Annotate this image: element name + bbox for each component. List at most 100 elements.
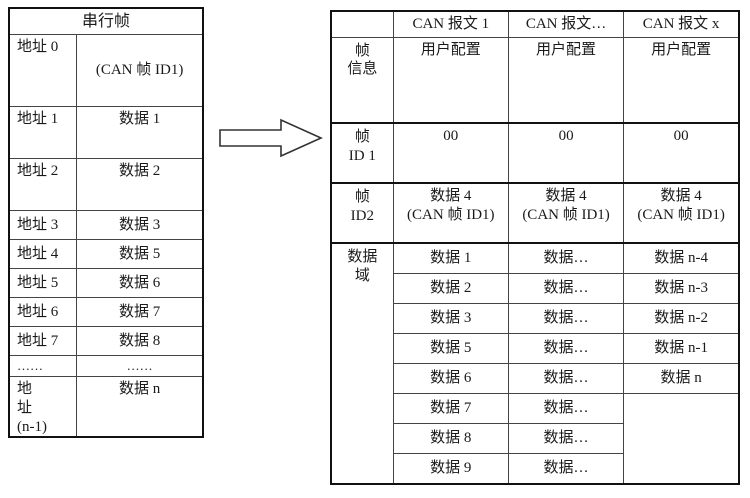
frame-id2-value: 数据 4 (CAN 帧 ID1) bbox=[623, 182, 740, 244]
column-header-can-dots: CAN 报文… bbox=[507, 10, 625, 38]
frame-id2-value-line2: (CAN 帧 ID1) bbox=[407, 206, 495, 223]
frame-id2-value-line1: 数据 4 bbox=[545, 188, 587, 204]
address-label: 地址 5 bbox=[8, 268, 78, 298]
address-label: 地址 7 bbox=[8, 326, 78, 356]
data-field-value: 数据 n-1 bbox=[623, 333, 740, 364]
frame-id1-value: 00 bbox=[623, 122, 740, 184]
table-row: 地址 6 数据 7 bbox=[8, 297, 204, 327]
right-arrow-icon bbox=[219, 118, 323, 158]
frame-info-value: 用户配置 bbox=[392, 36, 509, 124]
row-label-line1: 帧 bbox=[354, 189, 370, 205]
row-label-line2: 信息 bbox=[347, 61, 378, 78]
frame-id1-row: 帧 ID 1 00 00 00 bbox=[330, 122, 740, 184]
address-label: 地址 3 bbox=[8, 210, 78, 240]
data-value: 数据 3 bbox=[76, 210, 204, 240]
serial-frame-table: 串行帧 地址 0 (CAN 帧 ID1) 地址 1 数据 1 地址 2 数据 2… bbox=[8, 7, 204, 439]
frame-id2-value-line1: 数据 4 bbox=[660, 188, 702, 204]
data-ellipsis: …… bbox=[76, 355, 204, 377]
serial-frame-title-row: 串行帧 bbox=[8, 7, 204, 35]
frame-id1-value: 00 bbox=[392, 122, 509, 184]
address-label: 地址 0 bbox=[8, 34, 78, 107]
table-row-ellipsis: …… …… bbox=[8, 355, 204, 377]
frame-info-value: 用户配置 bbox=[623, 36, 740, 124]
address-label: 地址 2 bbox=[8, 158, 78, 211]
data-field-value: 数据 1 bbox=[392, 242, 509, 274]
row-label-frame-id2: 帧 ID2 bbox=[330, 182, 394, 244]
table-row: 地址 1 数据 1 bbox=[8, 106, 204, 159]
data-field-value: 数据 2 bbox=[392, 273, 509, 304]
data-field-value: 数据 8 bbox=[392, 423, 509, 454]
table-row: 地址 5 数据 6 bbox=[8, 268, 204, 298]
data-field-value: 数据 3 bbox=[392, 303, 509, 334]
serial-frame-title: 串行帧 bbox=[8, 7, 204, 35]
row-label-line1: 数据 bbox=[347, 249, 378, 265]
data-field-value: 数据… bbox=[507, 423, 625, 454]
data-field-row: 数据 7 数据… bbox=[331, 393, 740, 424]
right-arrow-icon-svg bbox=[219, 118, 323, 158]
data-field-value-empty bbox=[623, 453, 740, 484]
frame-id2-value-line1: 数据 4 bbox=[430, 188, 472, 204]
data-field-value: 数据 5 bbox=[392, 333, 509, 364]
data-value: 数据 5 bbox=[76, 239, 204, 269]
frame-id1-value: 00 bbox=[507, 122, 625, 184]
corner-cell bbox=[330, 10, 394, 38]
column-header-can-x: CAN 报文 x bbox=[623, 10, 740, 38]
table-row: 地址 0 (CAN 帧 ID1) bbox=[8, 34, 204, 107]
data-field-value: 数据 n-3 bbox=[623, 273, 740, 304]
can-header-row: CAN 报文 1 CAN 报文… CAN 报文 x bbox=[330, 10, 740, 38]
data-field-value: 数据 n bbox=[623, 363, 740, 394]
row-label-frame-info: 帧 信息 bbox=[330, 36, 394, 124]
data-field-value: 数据 6 bbox=[392, 363, 509, 394]
data-field-value: 数据… bbox=[507, 453, 625, 485]
frame-id-value: (CAN 帧 ID1) bbox=[76, 34, 204, 107]
address-ellipsis: …… bbox=[8, 355, 78, 377]
data-field-row: 数据 3 数据… 数据 n-2 bbox=[331, 303, 740, 334]
data-field-row: 数据 9 数据… bbox=[331, 453, 740, 485]
data-value: 数据 7 bbox=[76, 297, 204, 327]
data-field-row: 数据 8 数据… bbox=[331, 423, 740, 454]
table-row: 地址 7 数据 8 bbox=[8, 326, 204, 356]
table-row: 地址 2 数据 2 bbox=[8, 158, 204, 211]
data-field-value: 数据… bbox=[507, 333, 625, 364]
frame-id2-row: 帧 ID2 数据 4 (CAN 帧 ID1) 数据 4 (CAN 帧 ID1) … bbox=[330, 182, 740, 244]
data-field-value: 数据… bbox=[507, 273, 625, 304]
address-label: 地址 6 bbox=[8, 297, 78, 327]
address-label: 地址 4 bbox=[8, 239, 78, 269]
data-value: 数据 n bbox=[76, 376, 204, 438]
address-label: 地址 1 bbox=[8, 106, 78, 159]
row-label-line1: 帧 bbox=[354, 129, 370, 145]
data-value: 数据 6 bbox=[76, 268, 204, 298]
table-row: 地址 3 数据 3 bbox=[8, 210, 204, 240]
frame-info-value: 用户配置 bbox=[507, 36, 625, 124]
data-field-value: 数据 n-2 bbox=[623, 303, 740, 334]
data-field-value: 数据… bbox=[507, 363, 625, 394]
frame-info-row: 帧 信息 用户配置 用户配置 用户配置 bbox=[330, 36, 740, 124]
data-value: 数据 1 bbox=[76, 106, 204, 159]
data-field-value: 数据… bbox=[507, 393, 625, 424]
data-field-value-empty bbox=[623, 423, 740, 454]
frame-id2-value-line2: (CAN 帧 ID1) bbox=[637, 206, 725, 223]
data-field-value: 数据 7 bbox=[392, 393, 509, 424]
row-label-frame-id1: 帧 ID 1 bbox=[330, 122, 394, 184]
row-label-data-field: 数据 域 bbox=[330, 242, 394, 485]
data-field-row: 数据 5 数据… 数据 n-1 bbox=[331, 333, 740, 364]
data-field-value: 数据 9 bbox=[392, 453, 509, 485]
data-field-value-empty bbox=[623, 393, 740, 424]
data-field-row: 数据 域 数据 1 数据… 数据 n-4 bbox=[330, 242, 740, 485]
column-header-can-1: CAN 报文 1 bbox=[392, 10, 509, 38]
row-label-line2: ID 1 bbox=[348, 147, 376, 164]
address-label-line2: (n-1) bbox=[17, 418, 47, 435]
data-value: 数据 2 bbox=[76, 158, 204, 211]
serial-frame-body: 串行帧 地址 0 (CAN 帧 ID1) 地址 1 数据 1 地址 2 数据 2… bbox=[8, 7, 204, 438]
address-label-last: 地 址 (n-1) bbox=[8, 376, 78, 438]
address-label-line1: 地 址 bbox=[17, 381, 43, 416]
data-field-value: 数据… bbox=[507, 242, 625, 274]
data-field-value: 数据 n-4 bbox=[623, 242, 740, 274]
data-field-row: 数据 2 数据… 数据 n-3 bbox=[331, 273, 740, 304]
data-field-value: 数据… bbox=[507, 303, 625, 334]
frame-id2-value-line2: (CAN 帧 ID1) bbox=[522, 206, 610, 223]
table-row: 地址 4 数据 5 bbox=[8, 239, 204, 269]
row-label-line2: 域 bbox=[354, 267, 370, 284]
row-label-line1: 帧 bbox=[354, 42, 370, 59]
can-message-table: CAN 报文 1 CAN 报文… CAN 报文 x 帧 信息 用户配置 用户配置… bbox=[330, 10, 740, 485]
